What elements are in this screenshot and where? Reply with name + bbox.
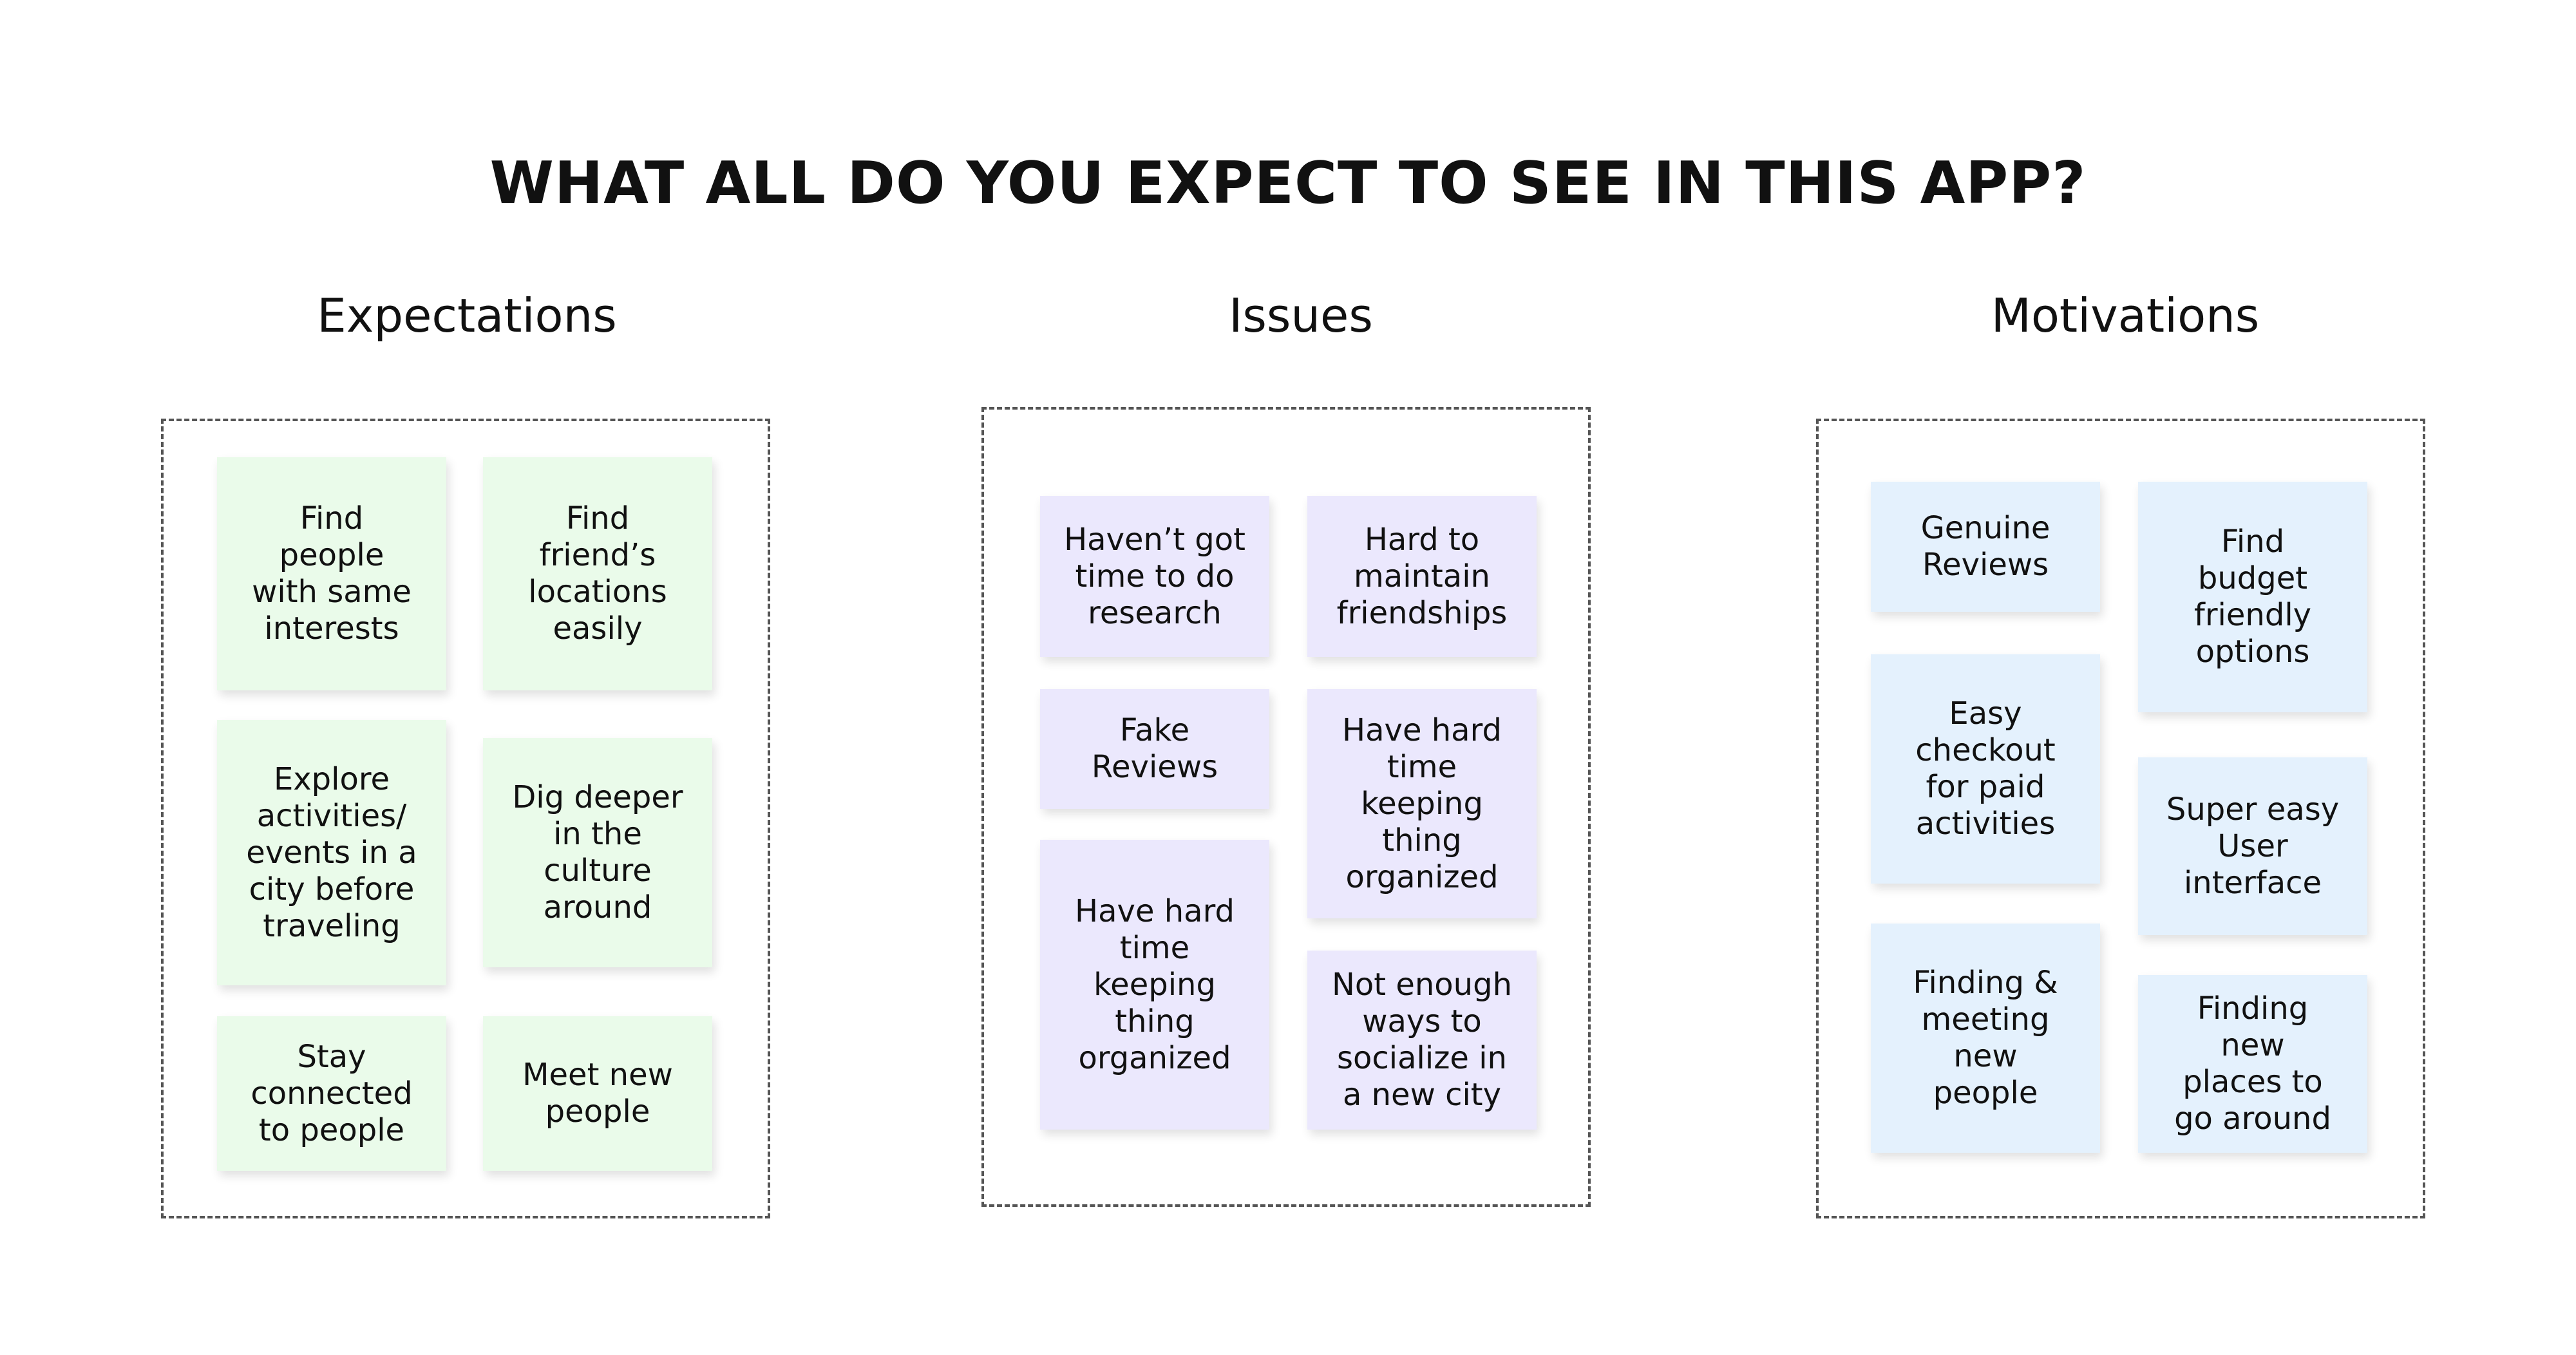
sticky-note[interactable]: Explore activities/ events in a city bef… [217,720,446,985]
sticky-note[interactable]: Genuine Reviews [1871,482,2100,612]
sticky-note[interactable]: Super easy User interface [2138,757,2367,935]
issues-heading: Issues [1229,289,1373,343]
sticky-note[interactable]: Haven’t got time to do research [1040,496,1269,657]
sticky-note[interactable]: Finding & meeting new people [1871,924,2100,1153]
sticky-note[interactable]: Find people with same interests [217,457,446,690]
sticky-note[interactable]: Easy checkout for paid activities [1871,654,2100,884]
sticky-note[interactable]: Meet new people [483,1016,712,1171]
sticky-note[interactable]: Hard to maintain friendships [1307,496,1537,657]
sticky-note[interactable]: Have hard time keeping thing organized [1040,840,1269,1130]
motivations-heading: Motivations [1991,289,2260,343]
page-title: WHAT ALL DO YOU EXPECT TO SEE IN THIS AP… [489,149,2087,217]
sticky-note[interactable]: Find friend’s locations easily [483,457,712,690]
sticky-note[interactable]: Dig deeper in the culture around [483,738,712,967]
issues-board [981,407,1591,1207]
sticky-note[interactable]: Stay connected to people [217,1016,446,1171]
motivations-board [1816,419,2425,1218]
sticky-note[interactable]: Have hard time keeping thing organized [1307,689,1537,918]
sticky-note[interactable]: Fake Reviews [1040,689,1269,809]
sticky-note[interactable]: Not enough ways to socialize in a new ci… [1307,951,1537,1130]
expectations-heading: Expectations [317,289,617,343]
sticky-note[interactable]: Finding new places to go around [2138,975,2367,1153]
expectations-board [161,419,770,1218]
sticky-note[interactable]: Find budget friendly options [2138,482,2367,712]
